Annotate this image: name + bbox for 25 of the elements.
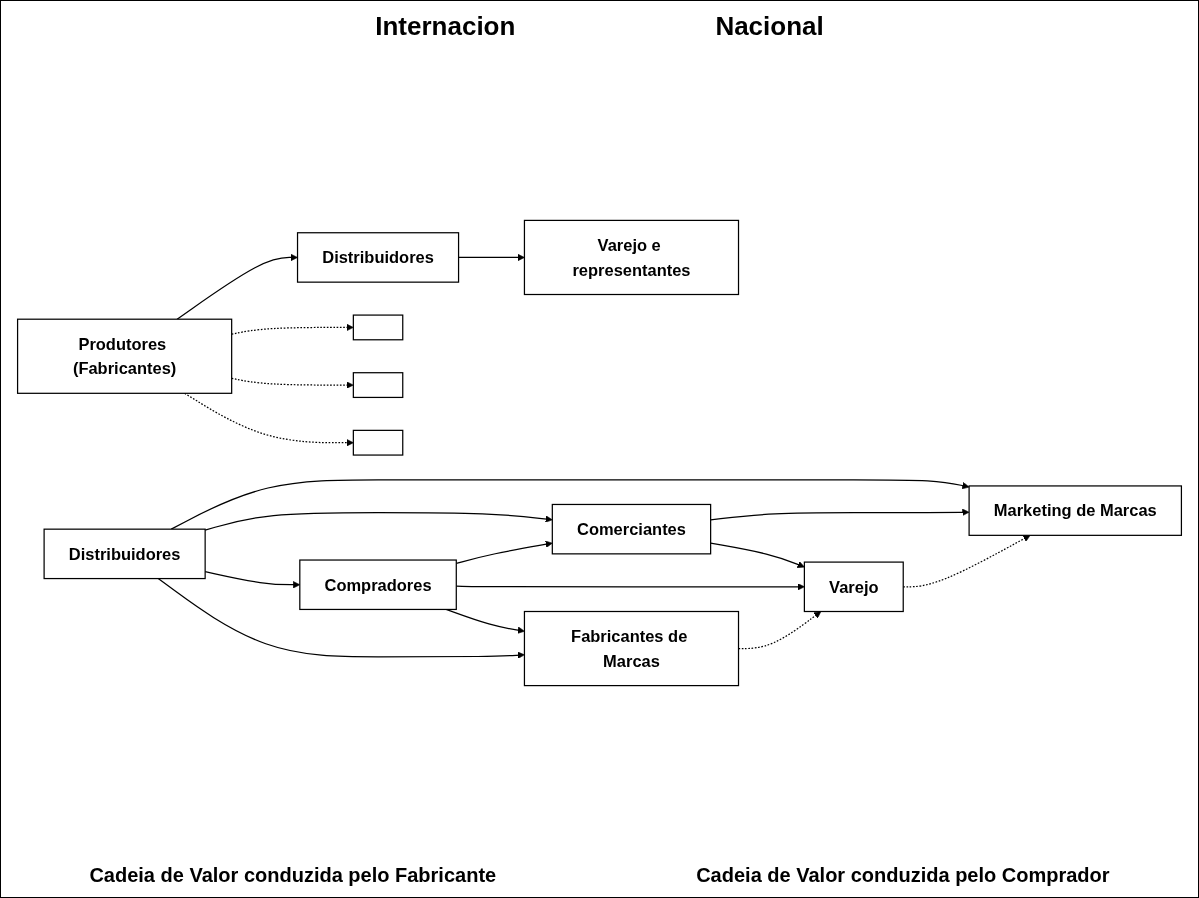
arrow	[170, 479, 970, 530]
node-box: Compradores	[299, 559, 457, 611]
node-box: Varejo e representantes	[523, 219, 740, 296]
arrow	[710, 542, 805, 568]
column-heading: Internacion	[375, 11, 516, 42]
arrow	[231, 377, 354, 389]
node-box: Comerciantes	[551, 503, 712, 555]
node-box: Produtores (Fabricantes)	[16, 318, 233, 394]
column-heading: Nacional	[715, 11, 824, 42]
chain-caption: Cadeia de Valor conduzida pelo Fabricante	[89, 864, 497, 887]
node-box	[352, 372, 404, 399]
node-box: Varejo	[803, 561, 904, 613]
arrow	[710, 508, 970, 521]
arrow	[204, 512, 553, 531]
node-box	[352, 429, 404, 456]
node-box: Fabricantes de Marcas	[523, 610, 740, 687]
arrow	[157, 577, 525, 659]
node-box	[352, 314, 404, 341]
arrow	[231, 323, 354, 335]
arrow	[176, 253, 298, 320]
chain-caption: Cadeia de Valor conduzida pelo Comprador	[696, 864, 1110, 887]
arrow	[184, 392, 354, 447]
node-box: Distribuidores	[43, 528, 206, 580]
node-box: Distribuidores	[296, 232, 460, 283]
node-box: Marketing de Marcas	[968, 485, 1183, 536]
